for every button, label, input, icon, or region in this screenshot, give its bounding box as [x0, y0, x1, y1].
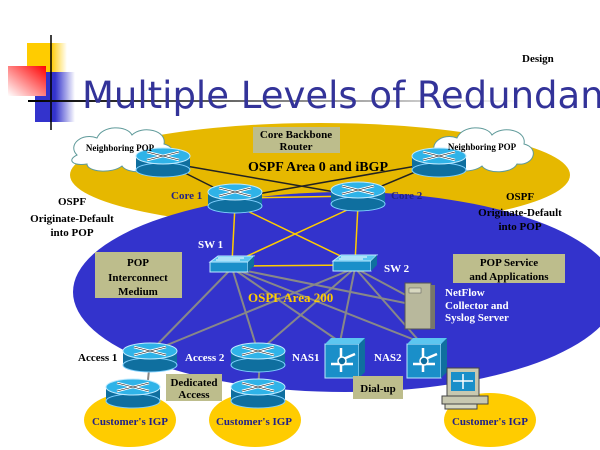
section-label: Design	[522, 53, 554, 65]
pop-interconnect-label: POP	[127, 257, 149, 269]
core2-label: Core 2	[391, 190, 423, 202]
sw1-switch-icon[interactable]	[209, 255, 255, 273]
customer-area-1	[84, 393, 176, 447]
pop-area-region	[73, 192, 600, 392]
slide-logo	[8, 35, 528, 130]
ospf-right-label: into POP	[498, 221, 541, 233]
neighboring-pop-left-label: Neighboring POP	[86, 143, 155, 153]
pop-service-label-box	[453, 254, 565, 283]
ospf-left-label: OSPF	[58, 196, 86, 208]
dedicated-access-label: Access	[178, 389, 210, 401]
nas1-icon[interactable]	[323, 336, 367, 380]
dedicated-access-label: Dedicated	[170, 377, 217, 389]
server-icon[interactable]	[404, 282, 435, 330]
sw2-label: SW 2	[384, 263, 410, 275]
neighboring-pop-right-router-icon[interactable]	[410, 146, 468, 179]
dialup-label: Dial-up	[360, 383, 395, 395]
pop-service-label: POP Service	[480, 257, 538, 269]
server-label: Collector and	[445, 300, 509, 312]
pop-service-label: and Applications	[469, 271, 549, 283]
core2-router-icon[interactable]	[329, 180, 387, 213]
access1-router-icon[interactable]	[121, 341, 179, 374]
nas2-label: NAS2	[374, 352, 402, 364]
core1-router-icon[interactable]	[206, 182, 264, 215]
pop-interconnect-label: Medium	[118, 286, 158, 298]
ospf-right-label: OSPF	[506, 191, 534, 203]
page-title: Multiple Levels of Redundancy	[82, 74, 600, 117]
core1-label: Core 1	[171, 190, 202, 202]
ospf-left-label: into POP	[50, 227, 93, 239]
access2-label: Access 2	[185, 352, 225, 364]
core-backbone-label-box	[253, 127, 340, 153]
ospf-right-label: Originate-Default	[478, 207, 562, 219]
dialup-label-box	[353, 376, 403, 399]
customer2-router-icon[interactable]	[229, 377, 287, 410]
nas2-icon[interactable]	[405, 336, 449, 380]
customer-igp-label: Customer's IGP	[216, 416, 292, 428]
core-backbone-label: Router	[280, 141, 313, 153]
access2-router-icon[interactable]	[229, 341, 287, 374]
ospf-left-label: Originate-Default	[30, 213, 114, 225]
customer-igp-label: Customer's IGP	[452, 416, 528, 428]
server-label: NetFlow	[445, 287, 485, 299]
access1-label: Access 1	[78, 352, 117, 364]
pop-interconnect-label-box	[95, 252, 182, 298]
neighboring-pop-right-label: Neighboring POP	[448, 142, 517, 152]
core-backbone-label: Core Backbone	[260, 129, 332, 141]
customer-area-2	[209, 393, 301, 447]
dedicated-access-label-box	[166, 374, 222, 401]
server-label: Syslog Server	[445, 312, 509, 324]
pop-area-label: OSPF Area 200	[248, 290, 333, 305]
pc-icon[interactable]	[441, 367, 489, 410]
core-area-label: OSPF Area 0 and iBGP	[248, 160, 388, 175]
nas1-label: NAS1	[292, 352, 320, 364]
pop-interconnect-label: Interconnect	[108, 272, 168, 284]
customer-igp-label: Customer's IGP	[92, 416, 168, 428]
sw1-label: SW 1	[198, 239, 223, 251]
sw2-switch-icon[interactable]	[332, 254, 378, 272]
customer1-router-icon[interactable]	[104, 377, 162, 410]
